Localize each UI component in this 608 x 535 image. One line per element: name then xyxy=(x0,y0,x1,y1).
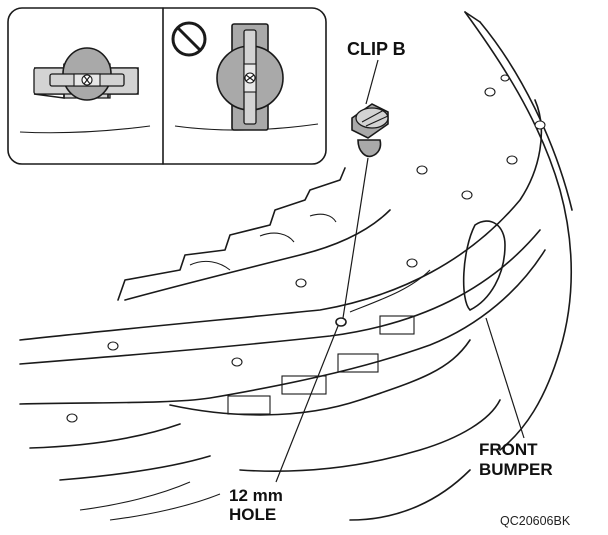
hole-label: 12 mm HOLE xyxy=(229,486,283,524)
hole-label-line1: 12 mm xyxy=(229,486,283,505)
hole-leader xyxy=(275,325,339,483)
inset-correct-clip xyxy=(19,47,151,134)
front-bumper-label: FRONT BUMPER xyxy=(479,440,553,480)
front-bumper xyxy=(19,11,573,521)
bumper-leader xyxy=(485,317,525,439)
clip-leader xyxy=(365,59,379,105)
clip-to-hole-line xyxy=(342,157,369,319)
prohibited-icon xyxy=(171,21,207,57)
twelve-mm-hole xyxy=(335,317,347,327)
inset-box xyxy=(7,7,327,165)
hole-label-line2: HOLE xyxy=(229,505,277,524)
bumper-label-line2: BUMPER xyxy=(479,460,553,479)
mounting-holes xyxy=(66,74,546,423)
figure-code: QC20606BK xyxy=(500,514,571,528)
inset-incorrect-clip xyxy=(174,23,319,131)
clip-b-label: CLIP B xyxy=(347,39,406,59)
clip-b-part xyxy=(351,103,389,158)
bumper-label-line1: FRONT xyxy=(479,440,538,459)
